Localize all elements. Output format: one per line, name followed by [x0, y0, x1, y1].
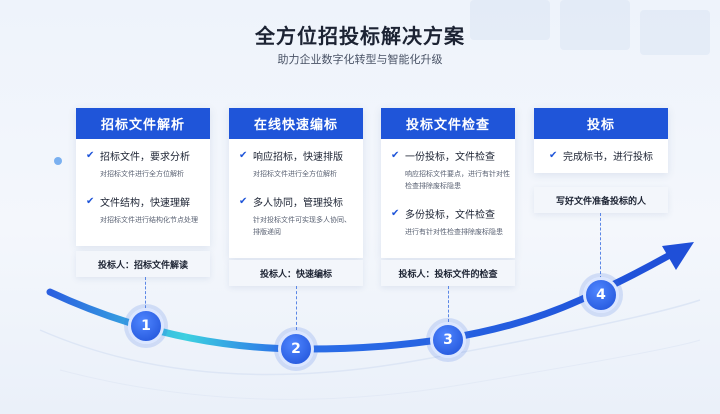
item-desc: 进行有针对性检查排除废标隐患: [405, 228, 503, 236]
list-item: ✔ 多人协同，管理投标 针对投标文件可实现多人协同、排版递阅: [239, 194, 353, 238]
background-decoration: [560, 0, 630, 50]
step-card-3: 投标文件检查 ✔ 一份投标，文件检查 响应招标文件要点，进行有针对性检查排除废标隐…: [381, 108, 515, 258]
checkmark-icon: ✔: [86, 196, 95, 207]
list-item: ✔ 文件结构，快速理解 对招标文件进行结构化节点处理: [86, 194, 200, 226]
item-desc: 对招标文件进行全方位解析: [253, 170, 337, 178]
list-item: ✔ 多份投标，文件检查 进行有针对性检查排除废标隐患: [391, 206, 505, 238]
connector-line: [145, 277, 146, 313]
checkmark-icon: ✔: [391, 150, 400, 161]
checkmark-icon: ✔: [86, 150, 95, 161]
connector-line: [296, 286, 297, 330]
step-card-title: 投标文件检查: [381, 108, 515, 139]
item-desc: 对招标文件进行全方位解析: [100, 170, 184, 178]
page-title: 全方位招投标解决方案: [255, 24, 465, 48]
step-number-1: 1: [128, 308, 164, 344]
list-item: ✔ 招标文件，要求分析 对招标文件进行全方位解析: [86, 148, 200, 180]
list-item: ✔ 响应招标，快速排版 对招标文件进行全方位解析: [239, 148, 353, 180]
step-number-3: 3: [430, 322, 466, 358]
checkmark-icon: ✔: [391, 208, 400, 219]
checkmark-icon: ✔: [549, 150, 558, 161]
item-title: 多份投标，文件检查: [405, 210, 495, 221]
step-footer: 投标人：快速编标: [229, 260, 363, 286]
step-footer: 投标人：投标文件的检查: [381, 260, 515, 286]
item-title: 招标文件，要求分析: [100, 152, 190, 163]
background-decoration: [470, 0, 550, 40]
checkmark-icon: ✔: [239, 196, 248, 207]
list-item: ✔ 完成标书，进行投标: [544, 148, 658, 163]
checkmark-icon: ✔: [239, 150, 248, 161]
item-title: 完成标书，进行投标: [563, 152, 653, 163]
item-title: 多人协同，管理投标: [253, 198, 343, 209]
item-desc: 响应招标文件要点，进行有针对性检查排除废标隐患: [405, 170, 510, 190]
connector-line: [448, 286, 449, 322]
item-desc: 针对投标文件可实现多人协同、排版递阅: [253, 216, 351, 236]
step-card-title: 招标文件解析: [76, 108, 210, 139]
item-title: 一份投标，文件检查: [405, 152, 495, 163]
connector-line: [600, 213, 601, 279]
step-card-title: 在线快速编标: [229, 108, 363, 139]
step-footer: 投标人：招标文件解读: [76, 251, 210, 277]
item-title: 响应招标，快速排版: [253, 152, 343, 163]
step-card-2: 在线快速编标 ✔ 响应招标，快速排版 对招标文件进行全方位解析 ✔ 多人协同，管理投…: [229, 108, 363, 258]
step-footer: 写好文件准备投标的人: [534, 187, 668, 213]
decorative-dot: [54, 157, 62, 165]
step-number-4: 4: [583, 277, 619, 313]
item-title: 文件结构，快速理解: [100, 198, 190, 209]
step-number-2: 2: [278, 331, 314, 367]
step-card-1: 招标文件解析 ✔ 招标文件，要求分析 对招标文件进行全方位解析 ✔ 文件结构，快速理…: [76, 108, 210, 246]
step-card-4: 投标 ✔ 完成标书，进行投标: [534, 108, 668, 173]
step-card-title: 投标: [534, 108, 668, 139]
list-item: ✔ 一份投标，文件检查 响应招标文件要点，进行有针对性检查排除废标隐患: [391, 148, 510, 192]
page-subtitle: 助力企业数字化转型与智能化升级: [277, 53, 443, 66]
background-decoration: [640, 10, 710, 55]
item-desc: 对招标文件进行结构化节点处理: [100, 216, 198, 224]
